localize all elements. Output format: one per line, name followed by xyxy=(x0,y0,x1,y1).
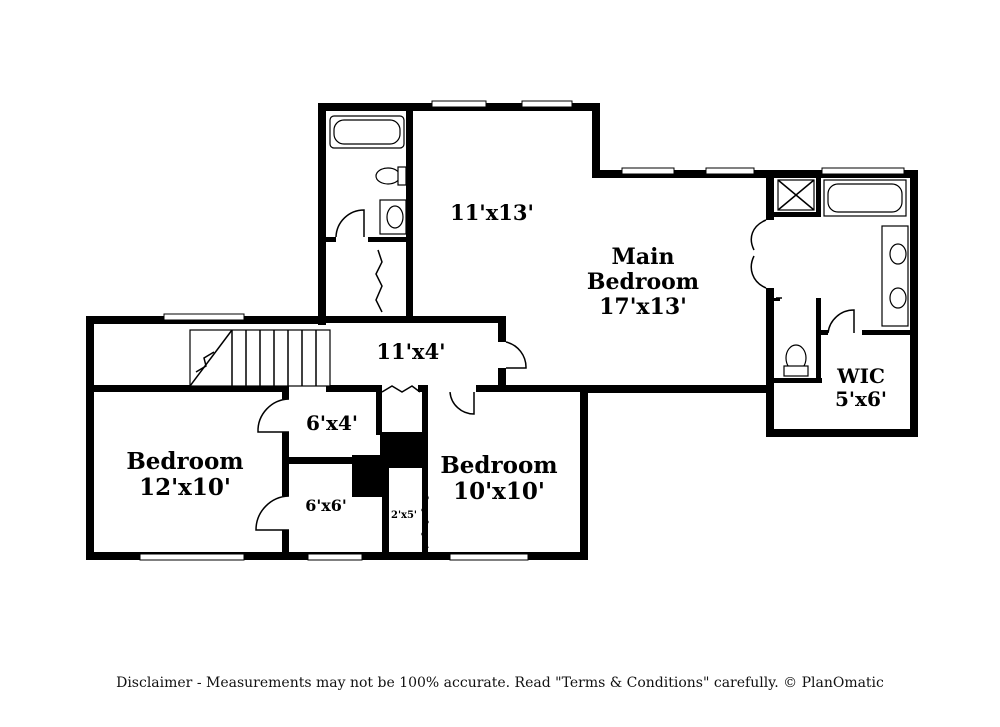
room-labels: 11'x13' Main Bedroom 17'x13' 11'x4' WIC … xyxy=(126,200,887,521)
main-bath-fixtures xyxy=(750,179,909,377)
room-label-main-name2: Bedroom xyxy=(587,269,699,295)
disclaimer-text: Disclaimer - Measurements may not be 100… xyxy=(116,675,884,691)
room-label-hall: 11'x4' xyxy=(376,339,445,364)
room-label-bed-left-size: 12'x10' xyxy=(139,474,231,501)
windows xyxy=(139,100,905,561)
room-label-main-name: Main xyxy=(612,244,675,270)
doors xyxy=(255,249,782,549)
vanity-icon xyxy=(881,225,909,327)
room-label-closet-b: 6'x6' xyxy=(305,496,347,515)
room-label-upper: 11'x13' xyxy=(450,200,534,225)
room-label-bed-mid-size: 10'x10' xyxy=(453,478,545,505)
upper-bath-fixtures xyxy=(329,115,407,238)
room-label-closet-c: 2'x5' xyxy=(391,510,417,521)
room-label-bed-left-name: Bedroom xyxy=(126,448,243,475)
room-label-wic-size: 5'x6' xyxy=(835,387,887,411)
room-label-main-size: 17'x13' xyxy=(599,294,687,320)
room-label-closet-a: 6'x4' xyxy=(306,411,358,435)
room-label-bed-mid-name: Bedroom xyxy=(440,452,557,479)
interior-walls xyxy=(94,111,918,560)
toilet-icon xyxy=(375,167,401,185)
stairs xyxy=(189,329,331,387)
room-label-wic-name: WIC xyxy=(836,364,885,388)
